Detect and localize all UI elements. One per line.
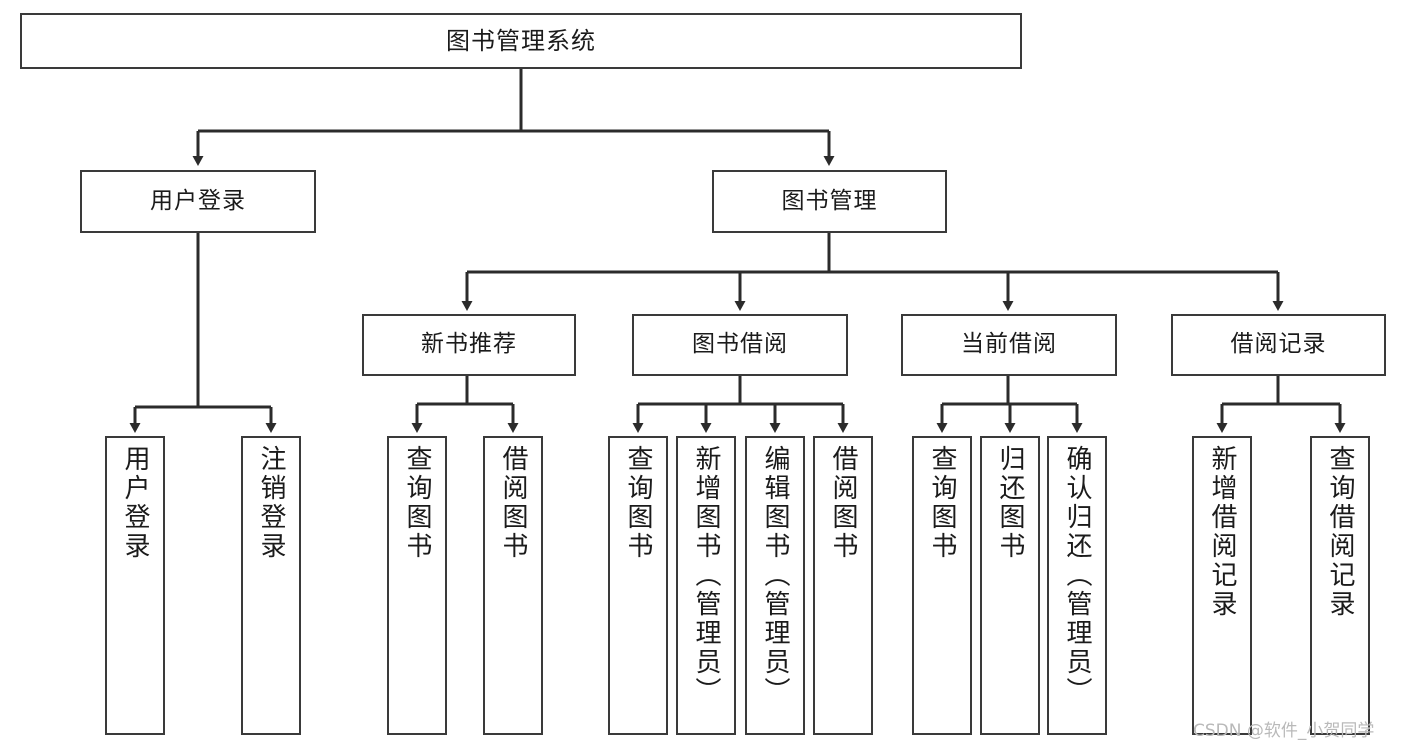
leaf-current-borrow-0[interactable]: 查询图书 [912, 436, 972, 735]
node-book-borrow[interactable]: 图书借阅 [632, 314, 848, 376]
leaf-label: 新增借阅记录 [1207, 445, 1237, 619]
leaf-current-borrow-1[interactable]: 归还图书 [980, 436, 1040, 735]
node-borrow-record[interactable]: 借阅记录 [1171, 314, 1386, 376]
leaf-current-borrow-2[interactable]: 确认归还（管理员） [1047, 436, 1107, 735]
leaf-label: 编辑图书（管理员） [760, 445, 790, 706]
leaf-label: 注销登录 [256, 445, 286, 561]
leaf-book-borrow-0[interactable]: 查询图书 [608, 436, 668, 735]
leaf-user-login-0[interactable]: 用户登录 [105, 436, 165, 735]
leaf-label: 查询图书 [623, 445, 653, 561]
node-label: 当前借阅 [961, 331, 1057, 358]
node-label: 用户登录 [150, 187, 246, 214]
leaf-label: 查询借阅记录 [1325, 445, 1355, 619]
leaf-new-book-recommend-0[interactable]: 查询图书 [387, 436, 447, 735]
leaf-label: 查询图书 [402, 445, 432, 561]
leaf-label: 借阅图书 [828, 445, 858, 561]
leaf-label: 查询图书 [927, 445, 957, 561]
leaf-book-borrow-3[interactable]: 借阅图书 [813, 436, 873, 735]
node-label: 图书管理 [781, 187, 878, 214]
node-label: 图书借阅 [692, 331, 788, 358]
node-label: 借阅记录 [1230, 331, 1327, 358]
leaf-label: 借阅图书 [498, 445, 528, 561]
node-label: 新书推荐 [421, 331, 517, 358]
leaf-label: 用户登录 [120, 445, 150, 561]
leaf-label: 新增图书（管理员） [691, 445, 721, 706]
node-label: 图书管理系统 [446, 26, 596, 55]
leaf-borrow-record-1[interactable]: 查询借阅记录 [1310, 436, 1370, 735]
watermark-text: CSDN @软件_小贺同学 [1193, 721, 1375, 741]
leaf-borrow-record-0[interactable]: 新增借阅记录 [1192, 436, 1252, 735]
node-new-book-recommend[interactable]: 新书推荐 [362, 314, 576, 376]
node-root-system[interactable]: 图书管理系统 [20, 13, 1022, 69]
node-user-login[interactable]: 用户登录 [80, 170, 316, 233]
leaf-label: 确认归还（管理员） [1062, 445, 1092, 706]
node-book-manage[interactable]: 图书管理 [712, 170, 947, 233]
leaf-new-book-recommend-1[interactable]: 借阅图书 [483, 436, 543, 735]
node-current-borrow[interactable]: 当前借阅 [901, 314, 1117, 376]
leaf-user-login-1[interactable]: 注销登录 [241, 436, 301, 735]
leaf-book-borrow-2[interactable]: 编辑图书（管理员） [745, 436, 805, 735]
leaf-book-borrow-1[interactable]: 新增图书（管理员） [676, 436, 736, 735]
leaf-label: 归还图书 [995, 445, 1025, 561]
